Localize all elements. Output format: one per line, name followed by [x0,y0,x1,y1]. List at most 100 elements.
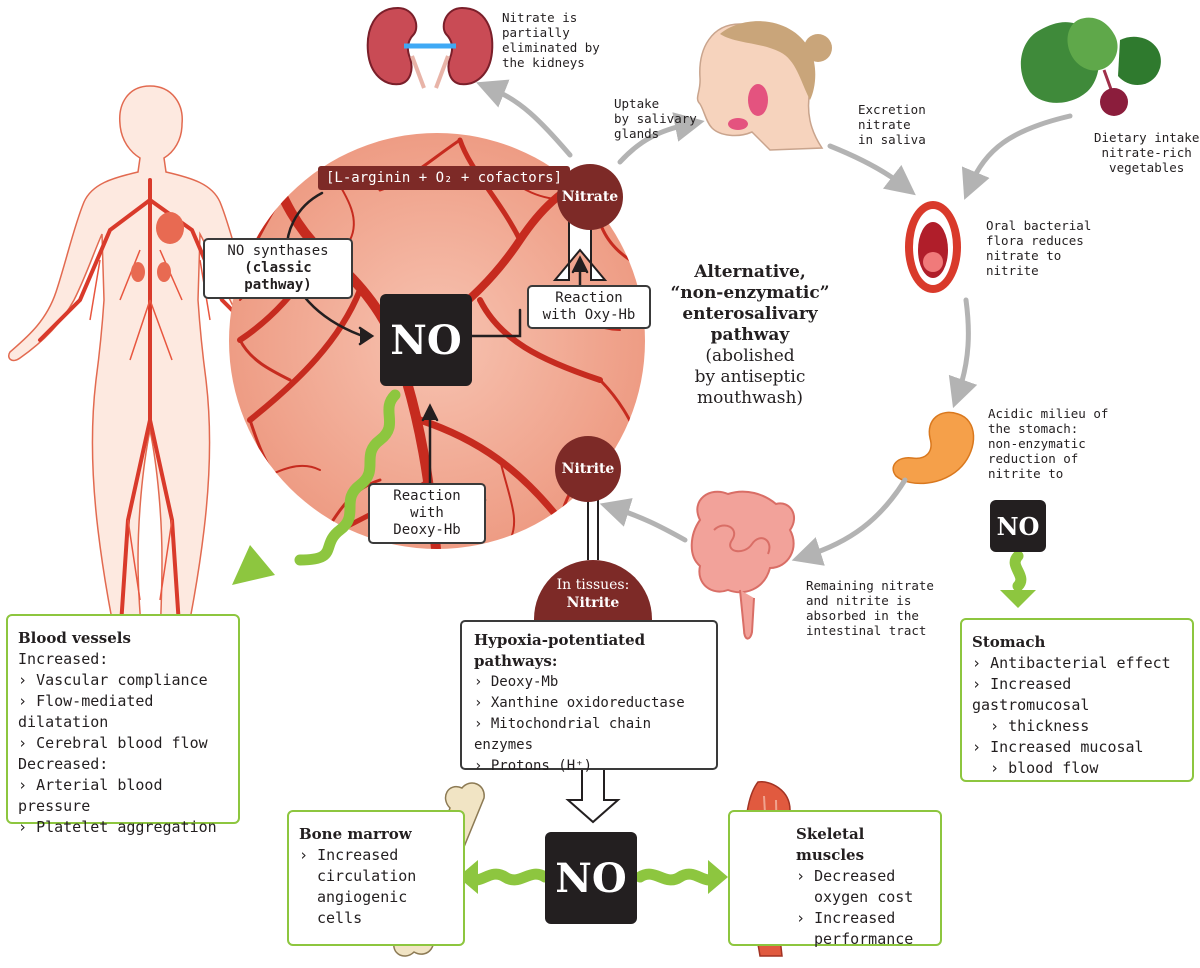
skeletal-muscles-box: Skeletal muscles › Decreased oxygen cost… [728,810,942,948]
vegetables-illustration [1020,17,1161,116]
human-body-figure [8,85,296,694]
deoxy-box: Reaction with Deoxy-Hb [368,483,486,544]
stomach-acid-caption-line: the stomach: [988,421,1079,436]
list-item: Mitochondrial chain enzymes [474,714,704,756]
intestine-caption-line: Remaining nitrate [806,578,934,593]
bone-marrow-line3: angiogenic [317,888,408,906]
intestine-caption-line: and nitrite is [806,593,912,608]
hypoxia-box: Hypoxia-potentiated pathways: Deoxy-Mb X… [460,620,718,774]
tissues-line2: Nitrite [566,595,620,611]
pathway-line6: by antiseptic [694,367,806,387]
tissues-line1: In tissues: [556,577,630,593]
stomach-acid-caption-line: Acidic milieu of [988,406,1109,421]
cycle-arrows [476,79,1073,566]
mouth-illustration [905,201,961,293]
bone-marrow-item: › Increased [299,846,399,864]
pathway-line3: enterosalivary [682,304,818,324]
stomach-acid-caption-line: non-enzymatic [988,436,1086,451]
dietary-caption: Dietary intake nitrate-rich vegetables [1094,130,1199,175]
substrate-label: [L-arginin + O₂ + cofactors] [318,166,571,190]
no-bottom-box: NO [545,832,637,924]
intestine-caption-line: intestinal tract [806,623,927,638]
kidneys-illustration [366,6,494,89]
list-item: Protons (H⁺) [474,756,704,777]
substrate-text: [L-arginin + O₂ + cofactors] [326,170,563,186]
uptake-caption: Uptake by salivary glands [614,96,697,141]
list-item: Platelet aggregation [18,817,228,838]
list-item: Antibacterial effect [972,653,1182,674]
bone-marrow-title: Bone marrow [299,825,412,843]
green-arrow-heads [232,545,1036,894]
no-center-box: NO [380,294,472,386]
skeletal-item1-line2: oxygen cost [814,888,914,906]
skeletal-item1: › Decreased [796,867,896,885]
list-item: Deoxy-Mb [474,672,704,693]
hypoxia-list: Deoxy-Mb Xanthine oxidoreductase Mitocho… [474,672,704,777]
list-item: Increased gastromucosal [972,674,1182,716]
bone-marrow-box: Bone marrow › Increased circulation angi… [287,810,465,946]
intestine-caption: Remaining nitrate and nitrite is absorbe… [806,578,934,638]
list-item: Vascular compliance [18,670,228,691]
list-item: Flow-mediated dilatation [18,691,228,733]
uptake-caption-line: Uptake [614,96,660,111]
blood-vessels-decreased: Decreased: [18,755,109,773]
stomach-cont-text: thickness [1008,717,1090,735]
excretion-caption-line: nitrate [858,117,911,132]
stomach-illustration [892,411,975,485]
blood-vessels-increased: Increased: [18,650,109,668]
list-item: Increased mucosal [972,737,1182,758]
oral-caption-line: nitrite [986,263,1039,278]
hypoxia-title1: Hypoxia-potentiated [474,631,646,649]
excretion-caption-line: Excretion [858,102,926,117]
nos-line2: (classic pathway) [244,260,312,293]
oxy-line2: with Oxy-Hb [542,307,636,323]
nos-line1: NO synthases [227,243,329,259]
intestine-caption-line: absorbed in the [806,608,919,623]
no-bottom-text: NO [555,854,627,902]
bone-marrow-line4: cells [317,909,363,927]
deoxy-line1: Reaction with [393,488,461,521]
dietary-caption-line: vegetables [1109,160,1185,175]
skeletal-title: Skeletal muscles [796,825,865,864]
green-wave-arrows [294,389,1027,886]
nitrate-circle: Nitrate [557,164,623,230]
no-center-text: NO [390,316,462,364]
deoxy-line2: Deoxy-Hb [393,522,461,538]
pathway-title: Alternative, “non-enzymatic” enterosaliv… [660,262,840,409]
intestines-illustration [690,490,795,640]
stomach-effects-box: Stomach Antibacterial effect Increased g… [960,618,1194,782]
oral-caption-line: nitrate to [986,248,1062,263]
kidneys-caption-line: partially [502,25,570,40]
stomach-acid-caption-line: reduction of [988,451,1079,466]
bone-marrow-line2: circulation [317,867,417,885]
list-item: Xanthine oxidoreductase [474,693,704,714]
stomach-cont-text: blood flow [1008,759,1099,777]
pathway-line7: mouthwash) [696,388,804,408]
oxy-line1: Reaction [555,290,623,306]
no-stomach-text: NO [996,511,1040,541]
oxy-box: Reaction with Oxy-Hb [527,285,651,329]
skeletal-item2-line2: performance [814,930,914,948]
excretion-caption-line: in saliva [858,132,926,147]
nitrate-text: Nitrate [561,189,619,205]
pathway-line4: pathway [710,325,790,345]
blood-vessels-box: Blood vessels Increased: Vascular compli… [6,614,240,836]
pathway-line2: “non-enzymatic” [670,283,830,303]
list-item: Arterial blood pressure [18,775,228,817]
hypoxia-title2: pathways: [474,652,558,670]
nitrite-text: Nitrite [561,461,615,477]
no-stomach-box: NO [990,500,1046,552]
skeletal-item1-line1: Decreased [814,867,896,885]
nitrite-circle: Nitrite [555,436,621,502]
blood-vessels-inc-list: Vascular compliance Flow-mediated dilata… [18,670,228,754]
stomach-acid-caption-line: nitrite to [988,466,1064,481]
excretion-caption: Excretion nitrate in saliva [858,102,926,147]
woman-face-illustration [696,21,832,151]
kidneys-caption-line: eliminated by [502,40,600,55]
blood-vessels-title: Blood vessels [18,629,131,647]
dietary-caption-line: nitrate-rich [1101,145,1192,160]
dietary-caption-line: Dietary intake [1094,130,1200,145]
stomach-list: Antibacterial effect Increased gastromuc… [972,653,1182,779]
kidneys-caption: Nitrate is partially eliminated by the k… [502,10,600,70]
stomach-acid-caption: Acidic milieu of the stomach: non-enzyma… [988,406,1108,481]
